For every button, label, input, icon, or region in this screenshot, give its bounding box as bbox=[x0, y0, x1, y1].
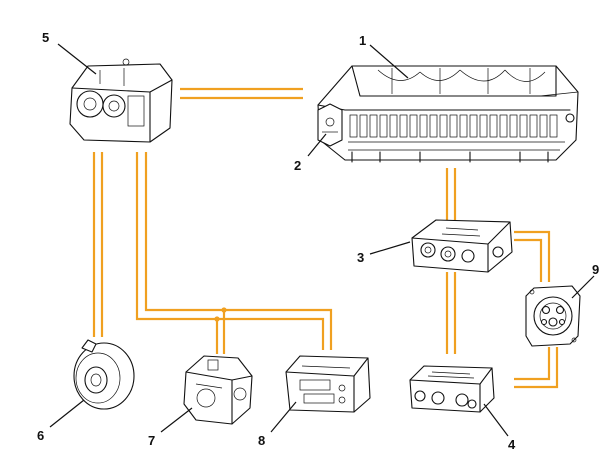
electric-drive-motor-icon bbox=[69, 58, 173, 143]
callout-number: 1 bbox=[359, 33, 366, 48]
charging-module-icon bbox=[409, 365, 495, 413]
power-electronics-unit-icon bbox=[411, 219, 513, 273]
callout-9: 9 bbox=[571, 262, 599, 299]
callout-7: 7 bbox=[148, 407, 193, 448]
callout-number: 3 bbox=[357, 250, 364, 265]
callout-8: 8 bbox=[258, 401, 297, 448]
high-voltage-battery-icon bbox=[317, 65, 579, 163]
callout-number: 8 bbox=[258, 433, 265, 448]
dc-dc-converter-icon bbox=[285, 355, 371, 413]
electric-heater-icon bbox=[73, 339, 135, 410]
callout-2: 2 bbox=[294, 133, 327, 173]
callout-6: 6 bbox=[37, 399, 85, 443]
callout-number: 9 bbox=[592, 262, 599, 277]
hv-cable-lines bbox=[92, 87, 559, 389]
callout-3: 3 bbox=[357, 241, 411, 265]
callout-5: 5 bbox=[42, 30, 97, 75]
callout-number: 4 bbox=[508, 437, 516, 452]
callout-number: 2 bbox=[294, 158, 301, 173]
ac-compressor-icon bbox=[183, 355, 253, 425]
callout-number: 5 bbox=[42, 30, 49, 45]
charging-socket-icon bbox=[525, 285, 581, 347]
callout-1: 1 bbox=[359, 33, 409, 79]
callout-number: 7 bbox=[148, 433, 155, 448]
callout-4: 4 bbox=[483, 403, 516, 452]
callout-number: 6 bbox=[37, 428, 44, 443]
